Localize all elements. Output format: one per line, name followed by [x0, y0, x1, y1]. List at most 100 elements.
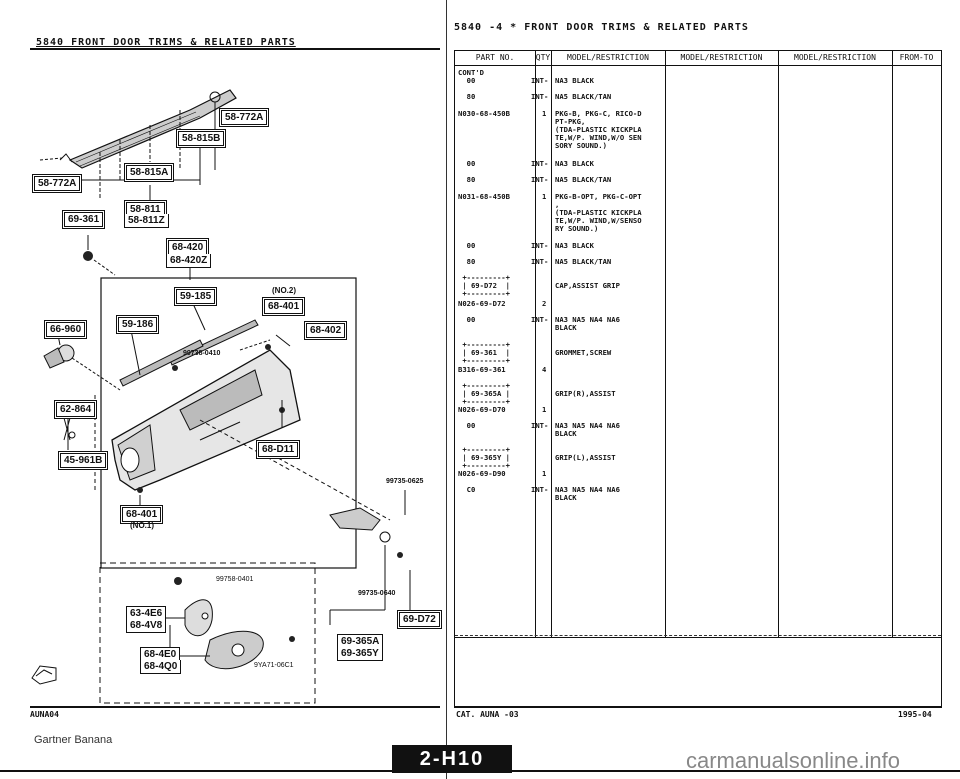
row-part: C0 — [458, 485, 476, 494]
callout-58-815a: 58-815A — [124, 163, 175, 182]
row-part: 00 — [458, 76, 476, 85]
callout-no1: (NO.1) — [130, 521, 154, 530]
left-page-header: 5840 FRONT DOOR TRIMS & RELATED PARTS — [36, 37, 296, 48]
row-part: N031-68-450B — [458, 192, 510, 201]
callout-58-772a-left: 58-772A — [32, 174, 83, 193]
callout-68-420: 68-420 — [166, 238, 210, 257]
binding-edge — [446, 0, 447, 779]
callout-58-815b: 58-815B — [176, 129, 227, 148]
row-qty: 1 — [542, 192, 547, 201]
row-part: 00 — [458, 421, 476, 430]
row-part: 80 — [458, 257, 476, 266]
row-desc: NA5 BLACK/TAN — [555, 175, 612, 184]
callout-99738-0410: 99738-0410 — [183, 350, 221, 357]
row-part: 80 — [458, 175, 476, 184]
callout-99758-0401: 99758-0401 — [216, 576, 254, 583]
row-qty: INT- — [531, 92, 549, 101]
footer-cat-number: CAT. AUNA -03 — [456, 710, 519, 719]
col-from-to: FROM-TO — [899, 53, 934, 62]
row-qty: INT- — [531, 175, 549, 184]
row-part: N026-69-D70 — [458, 405, 506, 414]
page-number-logo: 2-H10 — [392, 745, 512, 773]
table-end-rule — [455, 635, 941, 636]
row-part: B316-69-361 — [458, 365, 506, 374]
row-part-box: +---------+ | 69-365Y | +---------+ — [462, 445, 510, 470]
callout-68-401-no2: 68-401 — [262, 297, 306, 316]
callout-68-402: 68-402 — [304, 321, 348, 340]
callout-68-d11: 68-D11 — [256, 440, 301, 459]
row-qty: 2 — [542, 299, 547, 308]
watermark-left: Gartner Banana — [34, 734, 113, 746]
callout-68-4v8: 68-4V8 — [126, 619, 167, 633]
callout-62-864: 62-864 — [54, 400, 98, 419]
col-part-no: PART NO. — [475, 53, 515, 62]
bottom-edge — [0, 770, 960, 772]
row-part: 00 — [458, 159, 476, 168]
row-desc: NA3 BLACK — [555, 241, 594, 250]
row-desc: GRIP(R),ASSIST — [555, 389, 616, 398]
right-page-header: 5840 -4 * FRONT DOOR TRIMS & RELATED PAR… — [454, 22, 749, 33]
callout-68-420z: 68-420Z — [166, 254, 212, 268]
col-model-2: MODEL/RESTRICTION — [680, 53, 763, 62]
col-qty: QTY — [535, 53, 551, 62]
callout-58-811z: 58-811Z — [124, 214, 169, 228]
row-part: 00 — [458, 315, 476, 324]
callout-no2: (NO.2) — [272, 286, 296, 295]
callout-59-186: 59-186 — [116, 315, 160, 334]
row-desc: GROMMET,SCREW — [555, 348, 612, 357]
row-desc: PKG-B, PKG-C, RICO-D PT-PKG, (TDA-PLASTI… — [555, 109, 642, 150]
row-qty: INT- — [531, 76, 549, 85]
row-desc: NA5 BLACK/TAN — [555, 257, 612, 266]
row-qty: INT- — [531, 241, 549, 250]
row-desc: NA3 NA5 NA4 NA6 BLACK — [555, 421, 620, 438]
diagram-drawing — [31, 89, 411, 704]
row-part: CONT'D — [458, 68, 484, 77]
left-header-rule — [30, 48, 440, 50]
row-part-box: +---------+ | 69-365A | +---------+ — [462, 381, 510, 406]
parts-table: PART NO. QTY MODEL/RESTRICTION MODEL/RES… — [454, 50, 942, 638]
callout-99735-0625: 99735-0625 — [386, 478, 424, 485]
col-model-3: MODEL/RESTRICTION — [794, 53, 876, 62]
callout-68-4q0: 68-4Q0 — [140, 660, 182, 674]
left-footer-rule — [30, 706, 440, 708]
row-qty: INT- — [531, 257, 549, 266]
row-part: 80 — [458, 92, 476, 101]
row-desc: GRIP(L),ASSIST — [555, 453, 616, 462]
row-qty: INT- — [531, 159, 549, 168]
row-desc: NA3 NA5 NA4 NA6 BLACK — [555, 485, 620, 502]
row-desc: NA3 BLACK — [555, 76, 594, 85]
row-qty: 1 — [542, 109, 547, 118]
callout-59-185: 59-185 — [174, 287, 218, 306]
right-footer-rule — [454, 706, 942, 708]
footer-date: 1995-04 — [898, 710, 932, 719]
parts-diagram: 58-772A 58-815B 58-815A 58-772A 58-811 5… — [0, 50, 446, 710]
row-qty: INT- — [531, 485, 549, 494]
row-part-box: +---------+ | 69-D72 | +---------+ — [462, 273, 510, 298]
row-qty: 1 — [542, 405, 547, 414]
row-part: N030-68-450B — [458, 109, 510, 118]
row-qty: INT- — [531, 421, 549, 430]
row-desc: NA3 BLACK — [555, 159, 594, 168]
row-part: 00 — [458, 241, 476, 250]
watermark-right: carmanualsonline.info — [686, 748, 901, 773]
callout-69-361: 69-361 — [62, 210, 106, 229]
row-desc: PKG-B-OPT, PKG-C-OPT , (TDA-PLASTIC KICK… — [555, 192, 642, 233]
callout-69-365a: 69-365A — [337, 634, 384, 649]
callout-69-d72: 69-D72 — [397, 610, 442, 629]
row-desc: NA5 BLACK/TAN — [555, 92, 612, 101]
row-desc: NA3 NA5 NA4 NA6 BLACK — [555, 315, 620, 332]
row-part: N026-69-D72 — [458, 299, 506, 308]
callout-99735-0640: 99735-0640 — [358, 590, 396, 597]
row-part-box: +---------+ | 69-361 | +---------+ — [462, 340, 510, 365]
row-desc: CAP,ASSIST GRIP — [555, 281, 620, 290]
callout-66-960: 66-960 — [44, 320, 88, 339]
callout-68-401-no1: 68-401 — [120, 505, 164, 524]
callout-45-961b: 45-961B — [58, 451, 109, 470]
row-qty: 1 — [542, 469, 547, 478]
callout-69-365y: 69-365Y — [337, 647, 383, 661]
row-qty: 4 — [542, 365, 547, 374]
row-qty: INT- — [531, 315, 549, 324]
col-model-1: MODEL/RESTRICTION — [567, 53, 649, 62]
footer-catalog-code: AUNA04 — [30, 710, 59, 719]
table-lower-frame — [454, 636, 942, 706]
